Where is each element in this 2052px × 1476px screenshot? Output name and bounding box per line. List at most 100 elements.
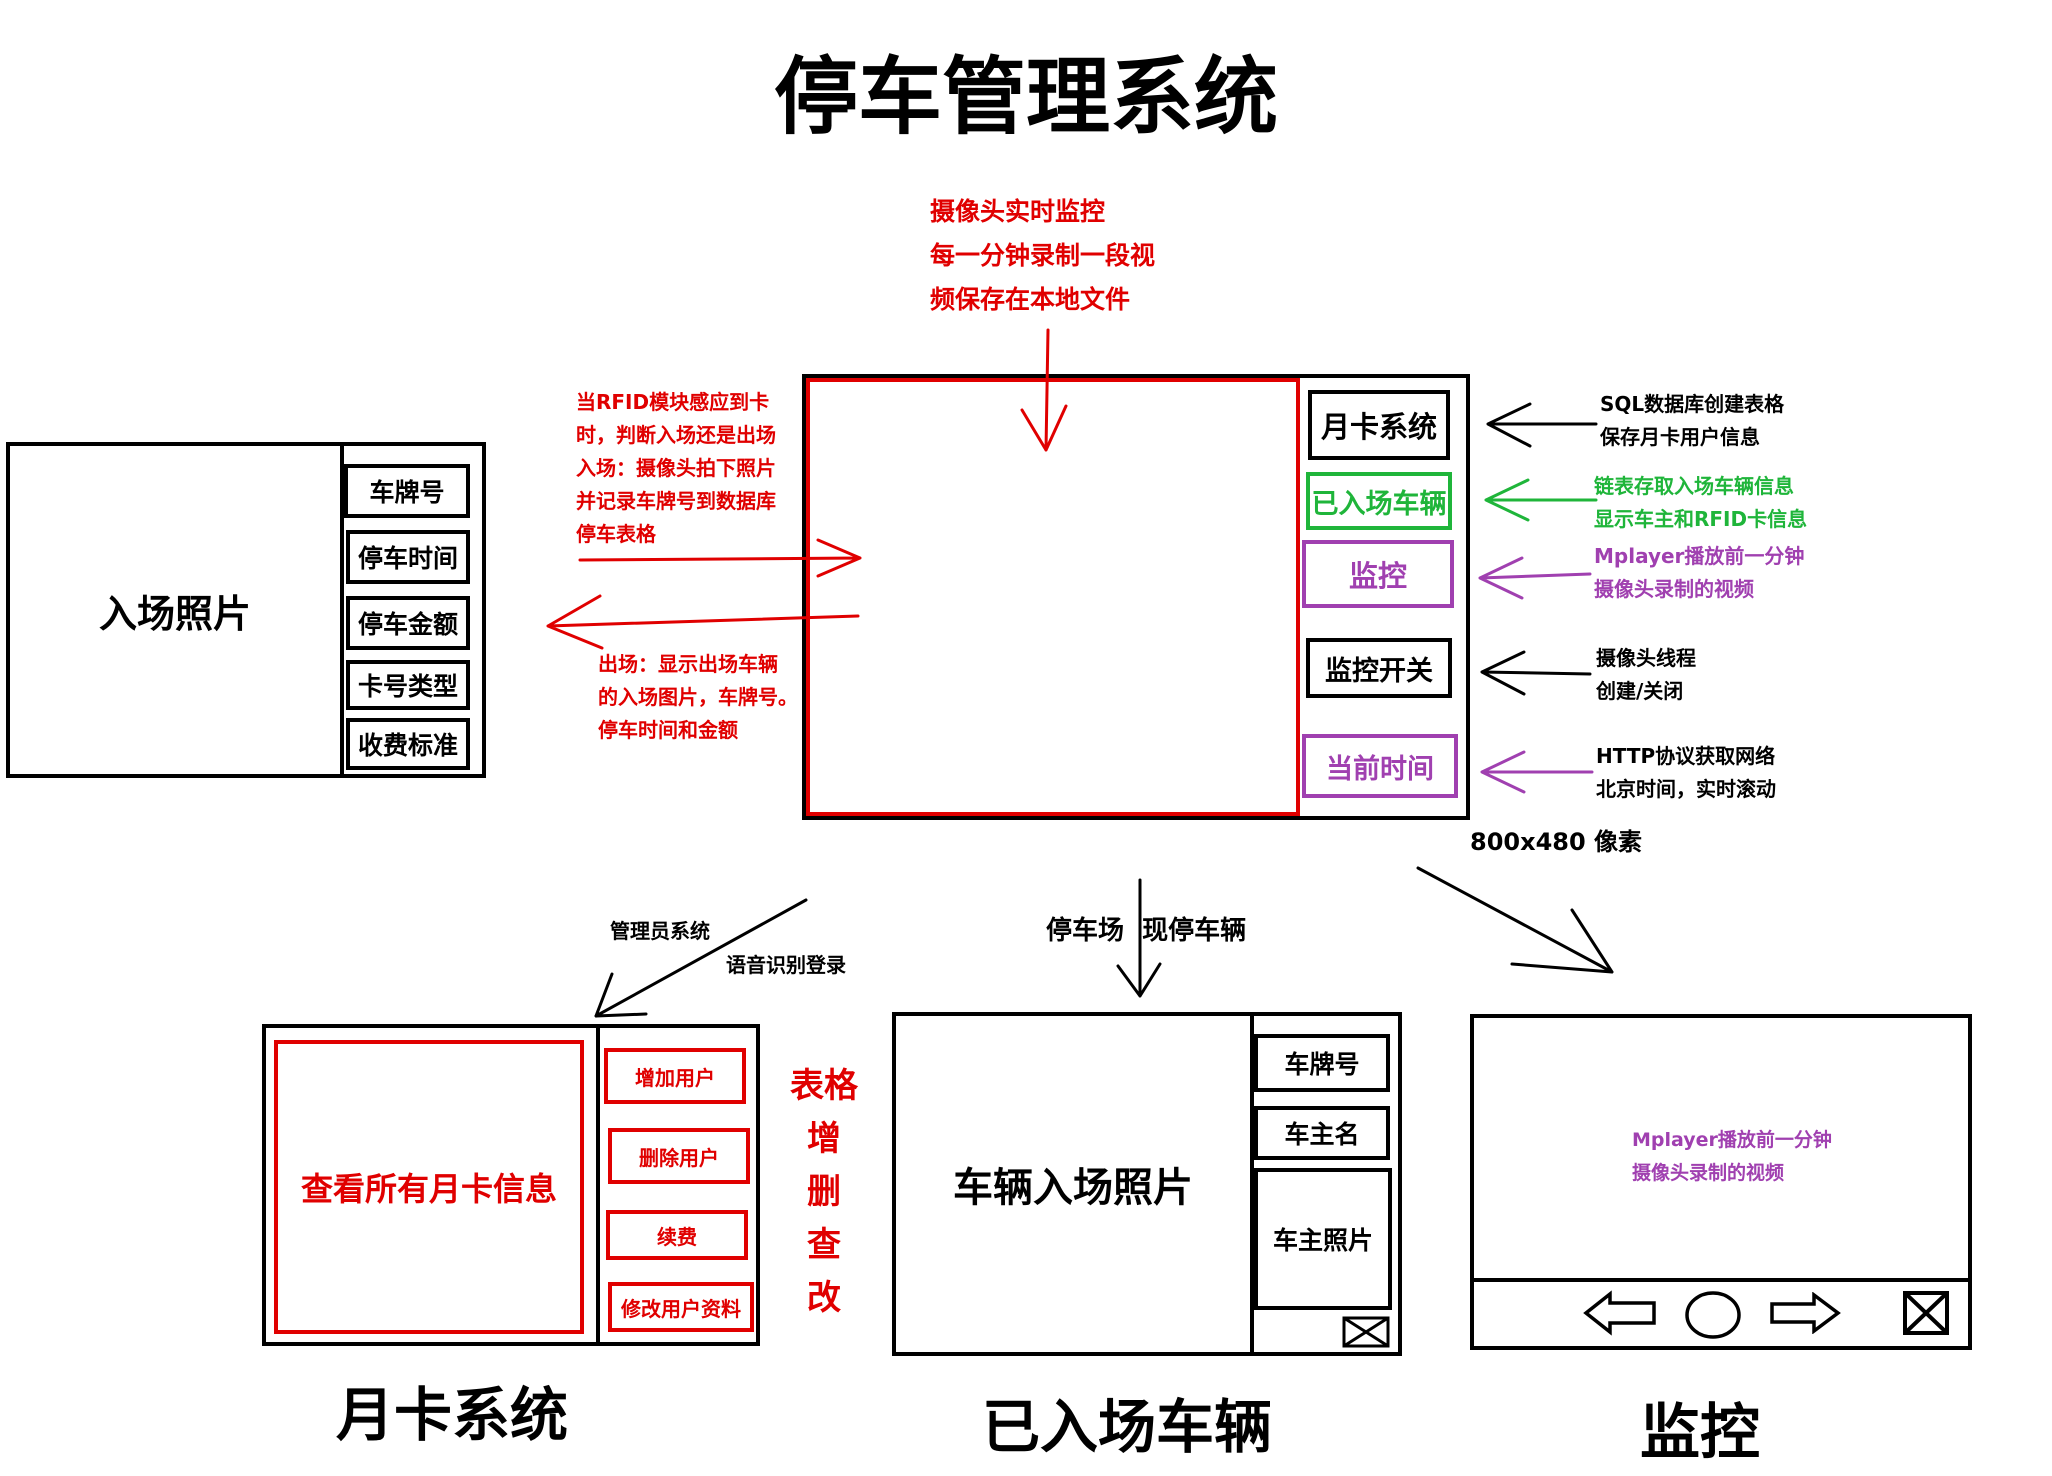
admin-note: 管理员系统 语音识别登录 [610, 914, 846, 982]
owner-photo: 车主照片 [1254, 1168, 1392, 1310]
entry-field-card-type: 卡号类型 [346, 660, 470, 710]
entry-field-label: 收费标准 [357, 731, 458, 760]
note-line: 停车时间和金额 [598, 718, 738, 742]
note-line: 显示车主和RFID卡信息 [1594, 507, 1808, 531]
crud-note: 表格 增 删 查 改 [774, 1060, 874, 1325]
delete-user-label: 删除用户 [639, 1145, 719, 1170]
entered-vehicles-button[interactable]: 已入场车辆 [1306, 472, 1452, 530]
renew-button[interactable]: 续费 [606, 1210, 748, 1260]
current-time-button[interactable]: 当前时间 [1302, 734, 1458, 798]
note-line: 保存月卡用户信息 [1600, 425, 1760, 449]
view-all-cards-button[interactable]: 查看所有月卡信息 [274, 1040, 584, 1334]
video-area [1474, 1018, 1968, 1282]
renew-label: 续费 [657, 1224, 697, 1249]
vehicle-plate-field: 车牌号 [1254, 1034, 1390, 1092]
rfid-arrow [578, 538, 862, 578]
note-line: Mplayer播放前一分钟 [1594, 544, 1805, 568]
entry-field-label: 停车金额 [357, 610, 458, 639]
linked-list-note: 链表存取入场车辆信息 显示车主和RFID卡信息 [1594, 470, 1807, 536]
right-arrow-icon[interactable] [1768, 1291, 1842, 1335]
entry-field-label: 停车时间 [357, 544, 458, 573]
owner-photo-label: 车主照片 [1272, 1226, 1373, 1255]
add-user-label: 增加用户 [635, 1065, 715, 1090]
note-line: 语音识别登录 [726, 953, 846, 977]
monthly-card-label: 月卡系统 [1320, 410, 1437, 444]
entry-field-label: 卡号类型 [357, 672, 458, 701]
exit-arrow [546, 594, 860, 650]
monitor-arrow [1416, 866, 1614, 974]
note-line: 当RFID模块感应到卡 [576, 390, 770, 414]
note-line: SQL数据库创建表格 [1600, 392, 1785, 416]
parking-note: 停车场 现停车辆 [1046, 916, 1247, 946]
note-line: 时，判断入场还是出场 [576, 423, 776, 447]
thread-note: 摄像头线程 创建/关闭 [1596, 642, 1696, 708]
owner-name-field: 车主名 [1254, 1106, 1390, 1160]
entry-field-plate: 车牌号 [344, 464, 470, 518]
note-line: 并记录车牌号到数据库 [576, 489, 776, 513]
note-line: 改 [807, 1278, 841, 1318]
note-line: 北京时间，实时滚动 [1596, 777, 1776, 801]
page-title: 停车管理系统 [773, 48, 1278, 146]
note-line: 摄像头线程 [1596, 646, 1696, 670]
vehicles-caption: 已入场车辆 [982, 1393, 1273, 1461]
note-line: 删 [807, 1172, 841, 1212]
rfid-note: 当RFID模块感应到卡 时，判断入场还是出场 入场：摄像头拍下照片 并记录车牌号… [576, 386, 776, 551]
owner-name-label: 车主名 [1284, 1120, 1360, 1149]
exit-note: 出场：显示出场车辆 的入场图片，车牌号。 停车时间和金额 [598, 648, 798, 747]
mplayer-arrow [1478, 556, 1592, 600]
close-icon[interactable] [1342, 1316, 1390, 1348]
vehicle-plate-label: 车牌号 [1284, 1050, 1360, 1079]
note-line: Mplayer播放前一分钟 [1632, 1129, 1832, 1151]
left-arrow-icon[interactable] [1582, 1290, 1658, 1336]
note-line: 链表存取入场车辆信息 [1594, 474, 1794, 498]
note-line: 每一分钟录制一段视 [930, 241, 1156, 270]
add-user-button[interactable]: 增加用户 [604, 1048, 746, 1104]
sql-arrow [1486, 402, 1598, 448]
linked-list-arrow [1484, 478, 1598, 522]
entry-photo: 入场照片 [10, 446, 344, 774]
resolution-label: 800x480 像素 [1470, 828, 1643, 856]
monitor-switch-label: 监控开关 [1325, 655, 1433, 687]
edit-user-button[interactable]: 修改用户资料 [608, 1282, 754, 1332]
monthly-divider [596, 1028, 600, 1342]
sql-note: SQL数据库创建表格 保存月卡用户信息 [1600, 388, 1784, 454]
note-line: 查 [807, 1225, 841, 1265]
edit-user-label: 修改用户资料 [621, 1296, 741, 1321]
note-line: 摄像头录制的视频 [1594, 577, 1754, 601]
entry-field-rate: 收费标准 [346, 718, 470, 770]
entry-field-park-time: 停车时间 [346, 530, 470, 584]
vehicle-photo: 车辆入场照片 [896, 1016, 1254, 1352]
monitor-label: 监控 [1348, 559, 1407, 593]
entry-field-amount: 停车金额 [346, 596, 470, 650]
note-line: 停车表格 [576, 522, 656, 546]
camera-note: 摄像头实时监控 每一分钟录制一段视 频保存在本地文件 [930, 190, 1155, 322]
vehicles-arrow [1116, 878, 1162, 998]
note-line: 表格 [790, 1066, 858, 1106]
http-arrow [1480, 750, 1594, 794]
mplayer-note: Mplayer播放前一分钟 摄像头录制的视频 [1594, 540, 1804, 606]
admin-arrow [594, 898, 808, 1018]
note-line: HTTP协议获取网络 [1596, 744, 1776, 768]
note-line: 摄像头实时监控 [930, 197, 1106, 226]
close-icon[interactable] [1902, 1290, 1950, 1336]
delete-user-button[interactable]: 删除用户 [608, 1128, 750, 1184]
note-line: 增 [807, 1119, 841, 1159]
monitor-switch-button[interactable]: 监控开关 [1306, 638, 1452, 698]
monitor-button[interactable]: 监控 [1302, 540, 1454, 608]
thread-arrow [1480, 650, 1592, 696]
monitor-caption: 监控 [1640, 1398, 1760, 1468]
video-note: Mplayer播放前一分钟 摄像头录制的视频 [1632, 1124, 1832, 1190]
view-all-cards-label: 查看所有月卡信息 [300, 1170, 557, 1208]
note-line: 创建/关闭 [1596, 679, 1684, 703]
monthly-card-button[interactable]: 月卡系统 [1308, 390, 1450, 460]
camera-view [806, 378, 1300, 816]
monthly-caption: 月卡系统 [336, 1381, 569, 1449]
http-note: HTTP协议获取网络 北京时间，实时滚动 [1596, 740, 1776, 806]
entry-photo-label: 入场照片 [98, 591, 251, 636]
entered-vehicles-label: 已入场车辆 [1311, 488, 1447, 520]
circle-icon[interactable] [1684, 1290, 1742, 1340]
entry-field-label: 车牌号 [369, 478, 445, 507]
note-line: 管理员系统 [610, 919, 710, 943]
current-time-label: 当前时间 [1326, 753, 1434, 785]
